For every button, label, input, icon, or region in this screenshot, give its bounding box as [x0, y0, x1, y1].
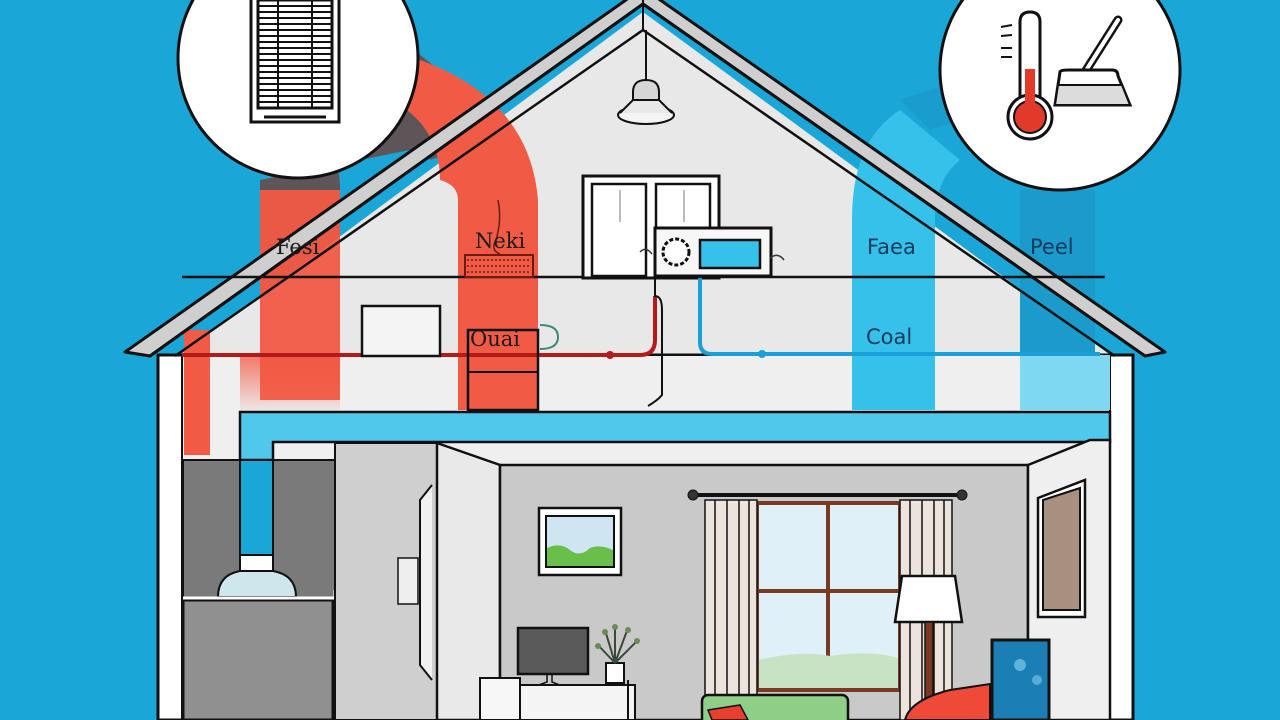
- potted-plant: [595, 624, 640, 684]
- heat-airflow: [184, 60, 538, 455]
- utility-room: [181, 441, 502, 720]
- heat-label-left: Fesi: [276, 235, 320, 259]
- wicker-basket-icon: [464, 199, 534, 278]
- roof: [123, 0, 1167, 358]
- heat-label-lower: Ouai: [470, 327, 520, 351]
- thermometer-icon: [1000, 10, 1054, 141]
- attic-storage: [360, 304, 560, 412]
- cool-label-lower: Coal: [866, 325, 912, 349]
- tv: [990, 638, 1051, 720]
- green-sofa: [700, 693, 850, 720]
- air-filter-vent-icon: [176, 0, 420, 180]
- floor-lamp: [893, 574, 964, 720]
- heat-label-right: Neki: [475, 229, 526, 253]
- furnace-unit-icon: [181, 598, 335, 720]
- brush-icon: [1053, 15, 1133, 107]
- cool-label-right: Peel: [1030, 235, 1074, 259]
- red-armchair: [903, 682, 991, 720]
- open-door: [435, 441, 502, 720]
- cool-label-left: Faea: [867, 235, 916, 259]
- thermometer-and-brush-icon: [938, 0, 1182, 192]
- wall-art: [1036, 478, 1087, 619]
- pipes: [182, 278, 1100, 407]
- pendant-lamp-icon: [617, 30, 675, 125]
- framed-landscape-picture: [537, 506, 623, 577]
- thermostat-unit-icon: [639, 226, 785, 278]
- living-room: [479, 438, 1112, 720]
- desk-with-monitor: [479, 626, 636, 720]
